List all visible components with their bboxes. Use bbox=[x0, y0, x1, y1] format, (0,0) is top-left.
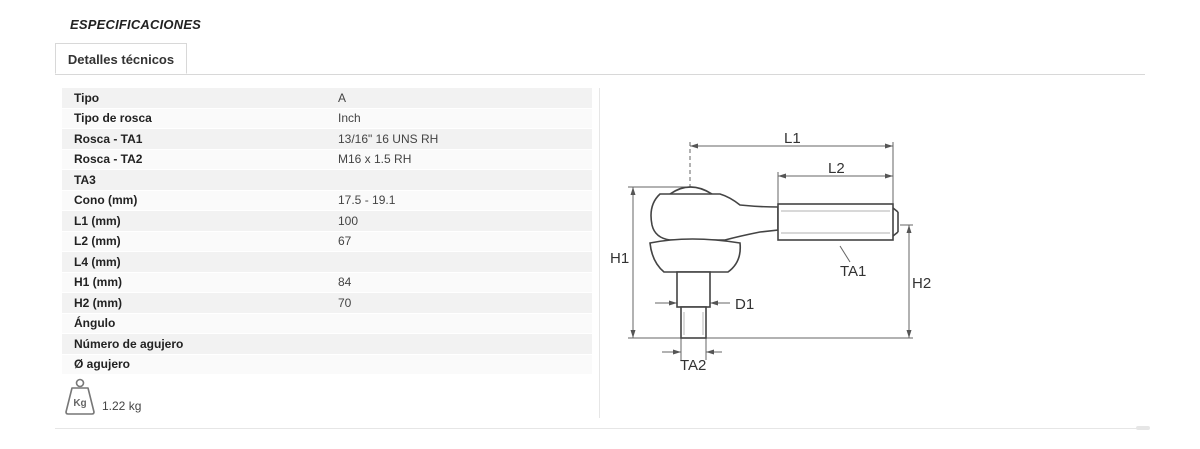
spec-label: L4 (mm) bbox=[62, 251, 326, 273]
label-l1: L1 bbox=[784, 130, 801, 147]
weight-icon-text: Kg bbox=[73, 398, 86, 409]
spec-label: Tipo de rosca bbox=[62, 108, 326, 129]
label-h2: H2 bbox=[912, 275, 931, 292]
spec-value: 100 bbox=[326, 210, 592, 232]
spec-row: Cono (mm)17.5 - 19.1 bbox=[62, 190, 592, 211]
spec-value bbox=[326, 333, 592, 355]
spec-label: Tipo bbox=[62, 88, 326, 109]
spec-value: 13/16" 16 UNS RH bbox=[326, 128, 592, 150]
spec-row: H2 (mm)70 bbox=[62, 292, 592, 314]
spec-label: Ø agujero bbox=[62, 354, 326, 375]
scroll-indicator bbox=[1136, 426, 1150, 430]
spec-value bbox=[326, 354, 592, 375]
spec-row: Ángulo bbox=[62, 313, 592, 334]
spec-row: L4 (mm) bbox=[62, 251, 592, 273]
spec-value bbox=[326, 313, 592, 334]
spec-value: 70 bbox=[326, 292, 592, 314]
spec-value bbox=[326, 169, 592, 191]
spec-value: 84 bbox=[326, 272, 592, 293]
spec-label: Ángulo bbox=[62, 313, 326, 334]
spec-row: TA3 bbox=[62, 169, 592, 191]
spec-value: Inch bbox=[326, 108, 592, 129]
spec-row: H1 (mm)84 bbox=[62, 272, 592, 293]
spec-row: L1 (mm)100 bbox=[62, 210, 592, 232]
label-l2: L2 bbox=[828, 160, 845, 177]
spec-row: Ø agujero bbox=[62, 354, 592, 375]
section-title: ESPECIFICACIONES bbox=[70, 17, 202, 32]
label-ta2: TA2 bbox=[680, 357, 706, 374]
tie-rod-end-drawing: L1 L2 H1 H2 TA1 D1 TA2 bbox=[610, 130, 931, 374]
spec-label: Rosca - TA2 bbox=[62, 149, 326, 170]
tab-detalles-tecnicos[interactable]: Detalles técnicos bbox=[55, 43, 187, 74]
weight-icon: Kg bbox=[65, 378, 95, 415]
label-d1: D1 bbox=[735, 296, 754, 313]
spec-row: Número de agujero bbox=[62, 333, 592, 355]
column-divider bbox=[599, 88, 600, 418]
bottom-divider bbox=[55, 428, 1145, 429]
spec-label: L2 (mm) bbox=[62, 231, 326, 252]
spec-label: Cono (mm) bbox=[62, 190, 326, 211]
spec-label: TA3 bbox=[62, 169, 326, 191]
spec-label: H2 (mm) bbox=[62, 292, 326, 314]
tab-divider bbox=[55, 74, 1145, 75]
spec-row: L2 (mm)67 bbox=[62, 231, 592, 252]
spec-value: A bbox=[326, 88, 592, 109]
label-h1: H1 bbox=[610, 250, 629, 267]
spec-label: H1 (mm) bbox=[62, 272, 326, 293]
spec-value: M16 x 1.5 RH bbox=[326, 149, 592, 170]
spec-value: 17.5 - 19.1 bbox=[326, 190, 592, 211]
label-ta1: TA1 bbox=[840, 263, 866, 280]
spec-value: 67 bbox=[326, 231, 592, 252]
spec-label: L1 (mm) bbox=[62, 210, 326, 232]
weight-label: 1.22 kg bbox=[102, 399, 142, 413]
spec-label: Número de agujero bbox=[62, 333, 326, 355]
spec-label: Rosca - TA1 bbox=[62, 128, 326, 150]
spec-value bbox=[326, 251, 592, 273]
